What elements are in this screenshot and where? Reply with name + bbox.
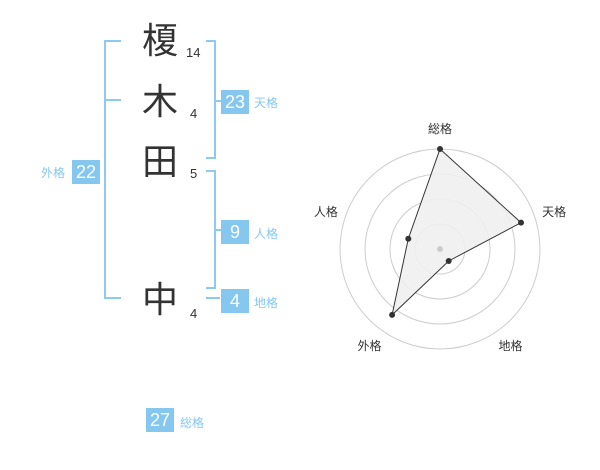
- name-char-4: 中: [142, 280, 179, 321]
- radar-point-1: [437, 146, 443, 152]
- tenkaku-bracket-tick: [216, 100, 221, 102]
- jinkaku-value: 9: [221, 220, 249, 244]
- stroke-count-4: 4: [190, 306, 198, 321]
- radar-point-3: [445, 257, 452, 264]
- tenkaku-value: 23: [221, 90, 249, 114]
- gaikaku-bracket-mid-tick: [104, 99, 121, 101]
- name-char-1: 榎: [142, 21, 179, 62]
- tenkaku-bracket: [206, 40, 216, 159]
- jinkaku-label: 人格: [254, 227, 279, 241]
- stroke-count-3: 5: [190, 166, 198, 181]
- gaikaku-value: 22: [72, 160, 100, 184]
- stroke-count-1: 14: [186, 45, 201, 60]
- radar-point-5: [405, 235, 412, 242]
- gaikaku-bracket: [104, 40, 121, 299]
- tenkaku-label: 天格: [254, 96, 279, 110]
- radar-point-2: [518, 219, 525, 226]
- radar-area: [391, 148, 522, 317]
- jinkaku-bracket-tick: [216, 229, 221, 231]
- name-char-2: 木: [142, 82, 179, 123]
- jinkaku-bracket: [206, 170, 216, 289]
- radar-axis-label-3: 地格: [499, 338, 523, 353]
- soukaku-label: 総格: [180, 416, 205, 430]
- radar-axis-label-5: 人格: [314, 204, 338, 219]
- name-char-3: 田: [142, 142, 179, 183]
- radar-axis-label-4: 外格: [357, 338, 381, 353]
- radar-point-4: [389, 311, 396, 318]
- gaikaku-label: 外格: [41, 166, 66, 180]
- radar-center-point: [437, 246, 443, 252]
- radar-axis-label-2: 天格: [542, 204, 566, 219]
- radar-axis-label-1: 総格: [428, 121, 452, 136]
- soukaku-value: 27: [146, 408, 174, 432]
- chikaku-label: 地格: [254, 296, 279, 310]
- stroke-count-2: 4: [190, 106, 198, 121]
- chikaku-value: 4: [221, 289, 249, 313]
- chikaku-connector: [206, 297, 220, 299]
